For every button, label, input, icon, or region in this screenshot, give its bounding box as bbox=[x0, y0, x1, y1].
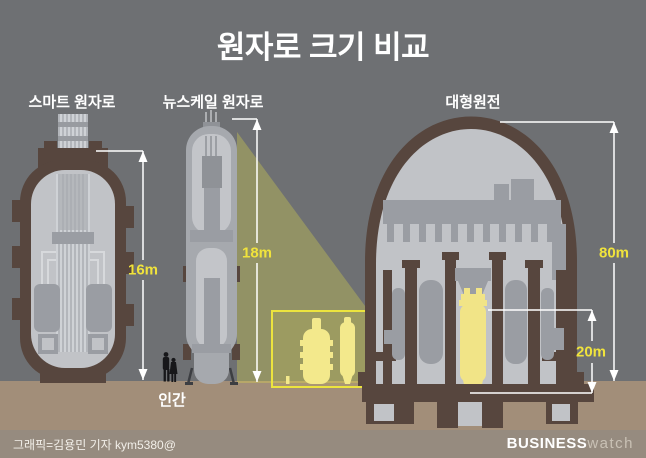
highlighted-reactor-vessel bbox=[459, 288, 487, 394]
reactor-label-large: 대형원전 bbox=[445, 94, 501, 111]
brand-logo-bold: BUSINESS bbox=[506, 435, 588, 452]
footer-band bbox=[0, 430, 646, 458]
brand-logo-light: watch bbox=[587, 435, 634, 452]
comparison-box bbox=[271, 310, 368, 388]
brand-logo: BUSINESSwatch bbox=[507, 435, 634, 452]
mini-nuscale-reactor bbox=[340, 317, 355, 384]
nuscale-height-label: 18m bbox=[241, 244, 273, 262]
credit-text: 그래픽=김용민 기자 kym5380@ bbox=[13, 438, 176, 452]
human-label: 인간 bbox=[158, 392, 186, 409]
human-figures bbox=[162, 352, 178, 382]
smart-height-label: 16m bbox=[127, 261, 159, 279]
nuscale-reactor-illustration bbox=[183, 110, 240, 385]
smart-reactor-illustration bbox=[12, 114, 134, 383]
large-height-label: 80m bbox=[598, 244, 630, 262]
reactor-label-nuscale: 뉴스케일 원자로 bbox=[162, 94, 264, 111]
reactor-label-smart: 스마트 원자로 bbox=[28, 94, 116, 111]
ground bbox=[0, 381, 646, 430]
vessel-height-label: 20m bbox=[575, 343, 607, 361]
mini-smart-reactor bbox=[300, 318, 333, 384]
page-title: 원자로 크기 비교 bbox=[216, 30, 430, 65]
